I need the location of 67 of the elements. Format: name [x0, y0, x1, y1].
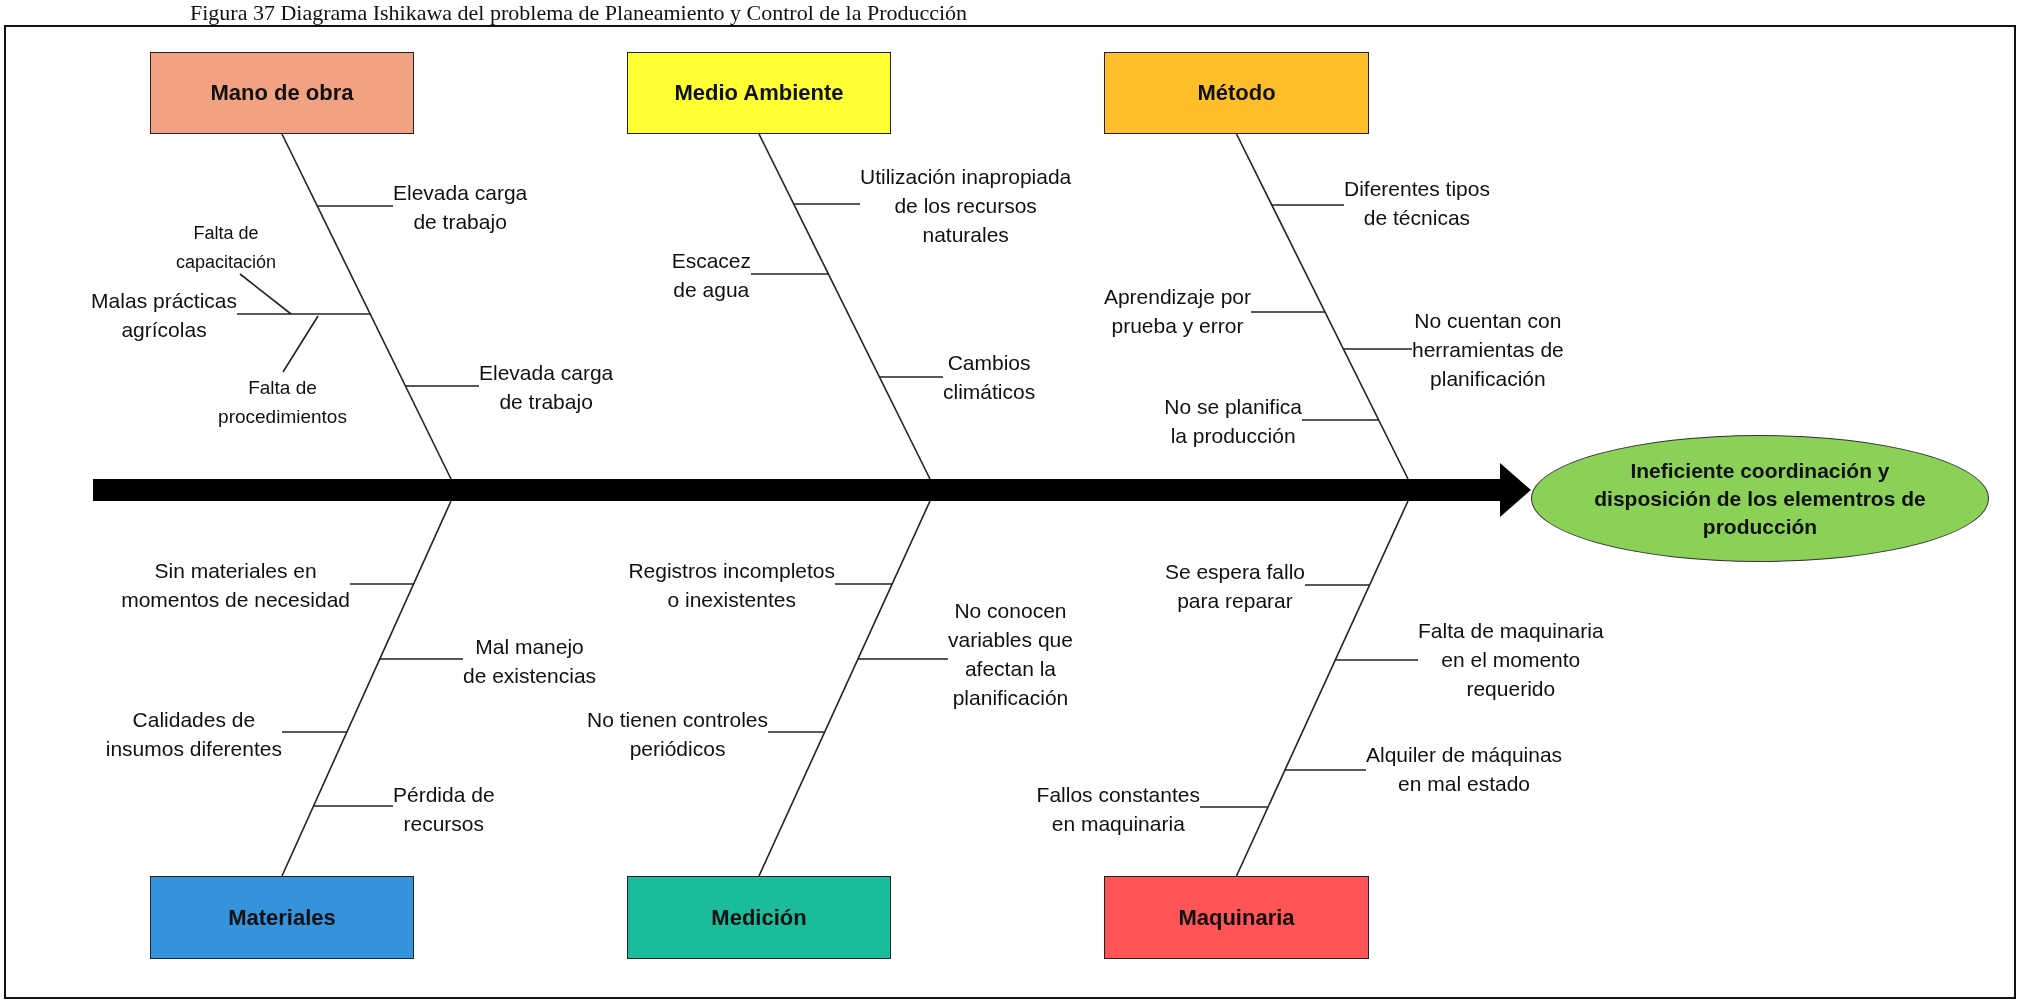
bone-line — [758, 133, 931, 480]
spine-arrow — [93, 463, 1531, 517]
category-box — [150, 876, 414, 959]
cause-text: Falta de capacitación — [175, 222, 277, 274]
cause-line — [1304, 584, 1371, 586]
cause-text: Malas prácticas agrícolas — [91, 288, 237, 343]
category-label: Medición — [711, 904, 807, 931]
cause-line — [834, 583, 893, 585]
cause-text: No se planifica la producción — [1164, 394, 1302, 449]
cause-text: Elevada carga de trabajo — [393, 180, 528, 235]
category-label: Maquinaria — [1178, 904, 1295, 931]
cause-text: Escacez de agua — [671, 248, 751, 303]
cause-text: Aprendizaje por prueba y error — [1103, 284, 1251, 339]
cause-text: Diferentes tipos de técnicas — [1344, 176, 1490, 231]
cause-line — [281, 731, 348, 733]
cause-text: No cuentan con herramientas de planificación — [1412, 307, 1564, 392]
bone-line — [1235, 500, 1409, 877]
cause-line — [349, 583, 415, 585]
category-box — [627, 876, 891, 959]
category-label: Materiales — [228, 904, 336, 931]
category-box — [1104, 876, 1369, 959]
cause-text: Elevada carga de trabajo — [479, 360, 614, 415]
cause-line — [857, 658, 949, 660]
category-box — [627, 52, 891, 134]
bone-line — [758, 500, 931, 877]
cause-line — [878, 376, 944, 378]
category-label: Mano de obra — [210, 80, 354, 106]
category-box — [1104, 52, 1369, 134]
cause-text: Falta de procedimientos — [218, 376, 347, 429]
category-label: Medio Ambiente — [674, 80, 844, 106]
cause-text: Falta de maquinaria en el momento requerido — [1418, 617, 1604, 702]
cause-text: Alquiler de máquinas en mal estado — [1366, 742, 1563, 797]
cause-text: Mal manejo de existencias — [463, 634, 597, 689]
cause-line — [1301, 419, 1380, 421]
cause-text: Pérdida de recursos — [393, 782, 495, 837]
cause-line — [767, 731, 826, 733]
cause-text: Utilización inapropiada de los recursos naturales — [860, 163, 1072, 248]
cause-line — [1283, 769, 1367, 771]
cause-line — [312, 805, 394, 807]
cause-line — [1250, 311, 1326, 313]
cause-line — [1342, 348, 1413, 350]
cause-line — [792, 203, 861, 205]
cause-text: Fallos constantes en maquinaria — [1036, 782, 1200, 837]
bone-line — [281, 133, 452, 480]
cause-text: No conocen variables que afectan la planificación — [948, 598, 1073, 711]
cause-line — [1270, 204, 1345, 206]
cause-line — [1199, 806, 1269, 808]
cause-line — [379, 658, 464, 660]
figure-title: Figura 37 Diagrama Ishikawa del problema de Planeamiento y Control de la Producción — [190, 0, 968, 26]
cause-line — [750, 273, 830, 275]
bone-line — [281, 500, 452, 877]
cause-line — [282, 315, 319, 373]
cause-text: No tienen controles periódicos — [587, 707, 768, 762]
category-box — [150, 52, 414, 134]
cause-line — [316, 205, 394, 207]
cause-line — [236, 313, 371, 315]
cause-line — [404, 385, 480, 387]
cause-text: Calidades de insumos diferentes — [105, 707, 282, 762]
cause-text: Se espera fallo para reparar — [1164, 559, 1305, 614]
cause-line — [1334, 659, 1419, 661]
cause-text: Sin materiales en momentos de necesidad — [121, 558, 350, 613]
effect-text: Ineficiente coordinación y disposición de los elementros de producción — [1594, 457, 1926, 540]
category-label: Método — [1197, 80, 1276, 106]
cause-line — [239, 273, 292, 315]
bone-line — [1235, 133, 1409, 480]
cause-text: Cambios climáticos — [943, 350, 1036, 405]
cause-text: Registros incompletos o inexistentes — [628, 558, 835, 613]
